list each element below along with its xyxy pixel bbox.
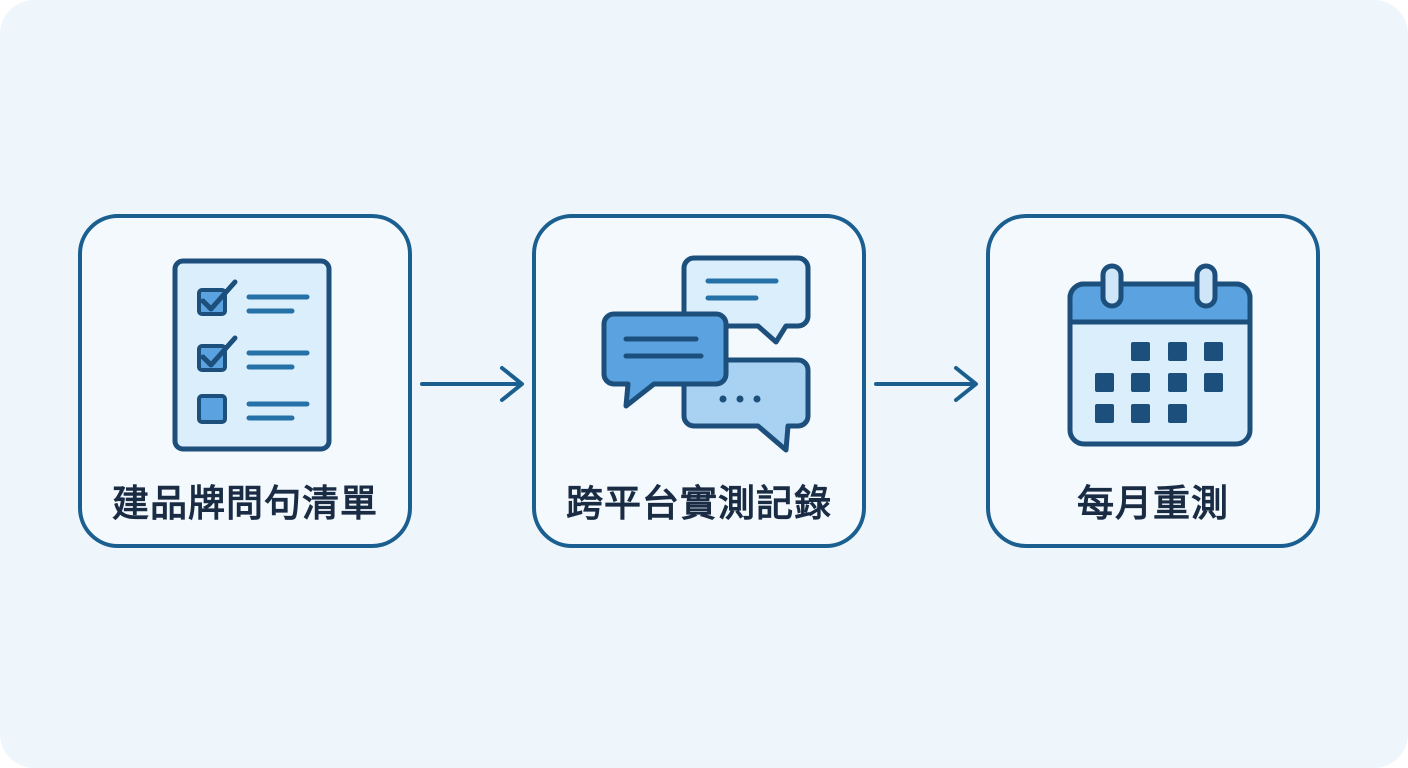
step-label-checklist: 建品牌問句清單 <box>112 482 378 525</box>
calendar-icon <box>1067 263 1253 447</box>
step-card-chat: 跨平台實測記錄 <box>532 214 866 548</box>
checklist-icon <box>172 258 332 452</box>
arrow-right-icon <box>874 366 978 402</box>
chat-bubbles-icon <box>601 255 811 453</box>
step-label-chat: 跨平台實測記錄 <box>566 482 832 525</box>
arrow-right-icon <box>420 366 524 402</box>
step-card-calendar: 每月重測 <box>986 214 1320 548</box>
step-card-checklist: 建品牌問句清單 <box>78 214 412 548</box>
step-label-calendar: 每月重測 <box>1077 482 1229 525</box>
